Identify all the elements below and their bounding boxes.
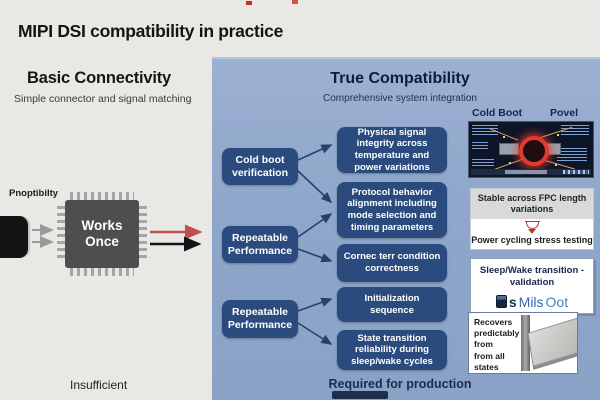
chip-pins-top [70,192,134,200]
scope-leader-line [543,159,575,170]
sleep-wake-card: Sleep/Wake transition - validation s Mil… [470,258,594,314]
display-panel-image [527,317,577,367]
stage-box-label: Repeatable Performance [227,231,293,257]
scope-marker-dot [555,164,557,166]
recover-card: Recovers predictably from from all state… [468,312,578,374]
scope-text-block [561,125,589,137]
insufficient-note: Insufficient [70,378,128,392]
chip-graphic: Works Once [65,200,139,268]
logo-word-2: Oot [545,293,569,310]
scope-text-block [472,142,488,150]
scope-text-block [472,159,494,168]
check-box-protocol: Protocol behavior alignment including mo… [337,182,447,238]
goblet-icon [524,220,540,234]
recover-line: from [474,339,493,350]
scope-marker-dot [509,162,511,164]
chip-pins-left [57,206,65,262]
chip-pins-bottom [70,268,134,276]
oscilloscope-image [468,121,594,178]
fpc-card: Stable across FPC length variations Powe… [470,188,594,250]
scope-status-readout [563,170,589,174]
stage-box-label: Repeatable Performance [227,306,293,331]
scope-text-block [557,148,587,161]
scope-marker-dot [557,134,559,136]
check-box-label: State transition reliability during slee… [351,332,433,367]
logo-word-1: Mils [518,293,544,310]
sleep-wake-card-title: Sleep/Wake transition - validation [479,265,585,289]
bottom-bar-artifact [332,391,388,399]
page-title: MIPI DSI compatibility in practice [18,21,283,41]
basic-connectivity-subheading: Simple connector and signal matching [14,93,192,105]
connector-plug-graphic [0,216,28,258]
fpc-card-caption: Power cycling stress testing [471,234,593,245]
red-artifact-mark [292,0,298,4]
recover-line: Recovers [474,317,513,327]
scope-status-bar [471,169,591,175]
check-box-label: Cornec terr condition correctness [343,251,441,274]
stage-box-repeatable-2: Repeatable Performance [222,300,298,338]
true-compatibility-heading: True Compatibility [330,70,470,87]
red-artifact-mark [246,1,252,5]
chip-label-line1: Works [81,218,123,234]
check-box-initialization: Initialization sequence [337,287,447,322]
scope-marker-dot [503,136,505,138]
check-box-signal-integrity: Physical signal integrity across tempera… [337,127,447,173]
panel-edge-image [521,315,530,371]
true-compatibility-subheading: Comprehensive system integration [323,93,477,104]
recover-card-text: Recovers predictably from from all state… [474,317,519,373]
chip-label-line2: Once [85,234,119,249]
port-label: Pnoptibilty [9,188,59,199]
stage-box-label: Cold boot verification [231,153,289,179]
scope-status-segment [505,170,547,174]
probe-ring-highlight [519,136,549,166]
check-box-corner-condition: Cornec terr condition correctness [337,244,447,282]
check-box-label: Physical signal integrity across tempera… [354,126,430,173]
logo-row: s Mils Oot [471,294,593,310]
scope-component-left [499,143,519,155]
fpc-card-title: Stable across FPC length variations [471,189,593,219]
recover-line: from all [474,350,505,361]
scope-text-block [472,125,498,135]
logo-device-icon [495,295,507,309]
logo-prefix: s [508,293,517,310]
stage-box-cold-boot: Cold boot verification [222,148,298,185]
scope-label-povel: Povel [550,107,579,119]
stage-box-repeatable-1: Repeatable Performance [222,226,298,263]
basic-connectivity-heading: Basic Connectivity [27,69,172,87]
scope-label-cold-boot: Cold Boot [472,107,523,119]
chip-pins-right [139,206,147,262]
required-for-production-note: Required for production [328,377,472,391]
check-box-state-transition: State transition reliability during slee… [337,330,447,370]
check-box-label: Initialization sequence [364,292,420,316]
recover-line: states [474,361,499,372]
check-box-label: Protocol behavior alignment including mo… [347,186,437,233]
recover-line: predictably [474,328,520,339]
